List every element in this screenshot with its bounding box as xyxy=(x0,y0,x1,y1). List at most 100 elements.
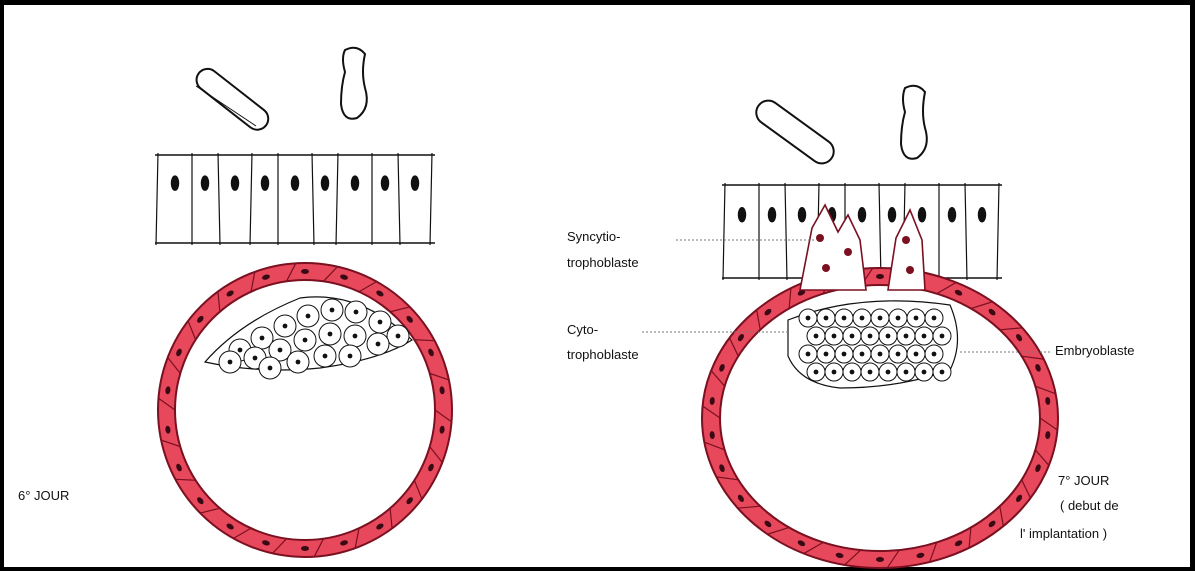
embryoblast-nucleus xyxy=(886,370,891,375)
epithelial-cell-wall xyxy=(430,153,432,245)
epithelial-cell-wall xyxy=(965,183,967,280)
embryoblast-nucleus xyxy=(932,316,937,321)
embryoblast-nucleus xyxy=(228,360,233,365)
embryoblast-nucleus xyxy=(353,334,358,339)
epithelial-nucleus xyxy=(769,208,776,222)
epithelial-nucleus xyxy=(322,176,329,190)
epithelial-nucleus xyxy=(949,208,956,222)
embryoblast-nucleus xyxy=(842,316,847,321)
embryoblast-nucleus xyxy=(278,348,283,353)
embryoblast-nucleus xyxy=(824,352,829,357)
trophoblast-nucleus xyxy=(301,269,309,274)
sperm-cells-right xyxy=(752,86,927,168)
embryoblast-nucleus xyxy=(904,370,909,375)
embryoblast-nucleus xyxy=(824,316,829,321)
embryoblast-nucleus xyxy=(850,334,855,339)
embryoblast-nucleus xyxy=(896,316,901,321)
embryoblast-nucleus xyxy=(878,352,883,357)
epithelial-nucleus xyxy=(202,176,209,190)
embryoblast-nucleus xyxy=(253,356,258,361)
embryoblast-nucleus xyxy=(860,352,865,357)
embryoblast-nucleus xyxy=(260,336,265,341)
epithelial-nucleus xyxy=(889,208,896,222)
trophoblast-nucleus xyxy=(876,557,884,562)
left-figure: 6° JOUR xyxy=(18,48,452,557)
trophoblast-nucleus xyxy=(301,546,309,551)
embryoblast-nucleus xyxy=(868,370,873,375)
embryoblast-nucleus xyxy=(303,338,308,343)
embryoblast-nucleus xyxy=(886,334,891,339)
embryoblast-nucleus xyxy=(354,310,359,315)
embryoblast-nucleus xyxy=(268,366,273,371)
trophoblast-nucleus xyxy=(876,274,884,279)
epithelial-nucleus xyxy=(382,176,389,190)
embryoblast-nucleus xyxy=(238,348,243,353)
day-note-line1: ( debut de xyxy=(1060,498,1119,513)
embryoblast-nucleus xyxy=(832,334,837,339)
sperm-cells-left xyxy=(192,48,367,134)
embryoblast-nucleus xyxy=(914,352,919,357)
embryoblast-nucleus xyxy=(348,354,353,359)
embryoblast-nucleus xyxy=(922,334,927,339)
embryoblast-nucleus xyxy=(296,360,301,365)
embryoblast-nucleus xyxy=(940,334,945,339)
epithelial-nucleus xyxy=(859,208,866,222)
epithelial-nucleus xyxy=(352,176,359,190)
right-figure: Syncytio- trophoblaste Cyto- trophoblast… xyxy=(567,86,1134,568)
embryoblast-nucleus xyxy=(850,370,855,375)
embryoblast-nucleus xyxy=(860,316,865,321)
embryoblast-nucleus xyxy=(878,316,883,321)
epithelial-nucleus xyxy=(799,208,806,222)
embryoblast-nucleus xyxy=(396,334,401,339)
epithelial-nucleus xyxy=(412,176,419,190)
embryoblast-nucleus xyxy=(323,354,328,359)
epithelial-cell-wall xyxy=(723,183,725,280)
epithelial-nucleus xyxy=(172,176,179,190)
day-note-line2: l' implantation ) xyxy=(1020,526,1107,541)
embryoblast-nucleus xyxy=(896,352,901,357)
label-syncytio-line2: trophoblaste xyxy=(567,255,639,270)
epithelial-nucleus xyxy=(739,208,746,222)
embryoblast-nucleus xyxy=(328,332,333,337)
epithelial-cell-wall xyxy=(312,153,314,245)
label-syncytio-line1: Syncytio- xyxy=(567,229,620,244)
embryoblast-nucleus xyxy=(842,352,847,357)
inner-cell-mass-right xyxy=(788,301,958,388)
epithelial-cell-wall xyxy=(785,183,787,280)
epithelial-nucleus xyxy=(919,208,926,222)
embryoblast-nucleus xyxy=(806,316,811,321)
embryoblast-nucleus xyxy=(814,334,819,339)
embryoblast-nucleus xyxy=(832,370,837,375)
epithelial-nucleus xyxy=(979,208,986,222)
label-embryoblast: Embryoblaste xyxy=(1055,343,1134,358)
embryoblast-nucleus xyxy=(330,308,335,313)
day-label-left: 6° JOUR xyxy=(18,488,69,503)
embryoblast-nucleus xyxy=(914,316,919,321)
day-label-right: 7° JOUR xyxy=(1058,473,1109,488)
epithelial-cell-wall xyxy=(156,153,158,245)
embryoblast-nucleus xyxy=(283,324,288,329)
embryoblast-nucleus xyxy=(378,320,383,325)
epithelial-cell-wall xyxy=(250,153,252,245)
label-cyto-line1: Cyto- xyxy=(567,322,598,337)
embryoblast-nucleus xyxy=(904,334,909,339)
epithelial-cell-wall xyxy=(879,183,881,280)
embryoblast-nucleus xyxy=(376,342,381,347)
epithelial-nucleus xyxy=(232,176,239,190)
embryoblast-nucleus xyxy=(868,334,873,339)
embryoblast-nucleus xyxy=(814,370,819,375)
epithelial-cell-wall xyxy=(336,153,338,245)
embryoblast-nucleus xyxy=(922,370,927,375)
embryoblast-nucleus xyxy=(932,352,937,357)
embryoblast-nucleus xyxy=(806,352,811,357)
uterine-epithelium-left xyxy=(155,153,435,245)
epithelial-cell-wall xyxy=(398,153,400,245)
embryoblast-nucleus xyxy=(306,314,311,319)
epithelial-cell-wall xyxy=(218,153,220,245)
embryoblast-nucleus xyxy=(940,370,945,375)
label-cyto-line2: trophoblaste xyxy=(567,347,639,362)
epithelial-cell-wall xyxy=(997,183,999,280)
epithelial-nucleus xyxy=(262,176,269,190)
epithelial-nucleus xyxy=(292,176,299,190)
